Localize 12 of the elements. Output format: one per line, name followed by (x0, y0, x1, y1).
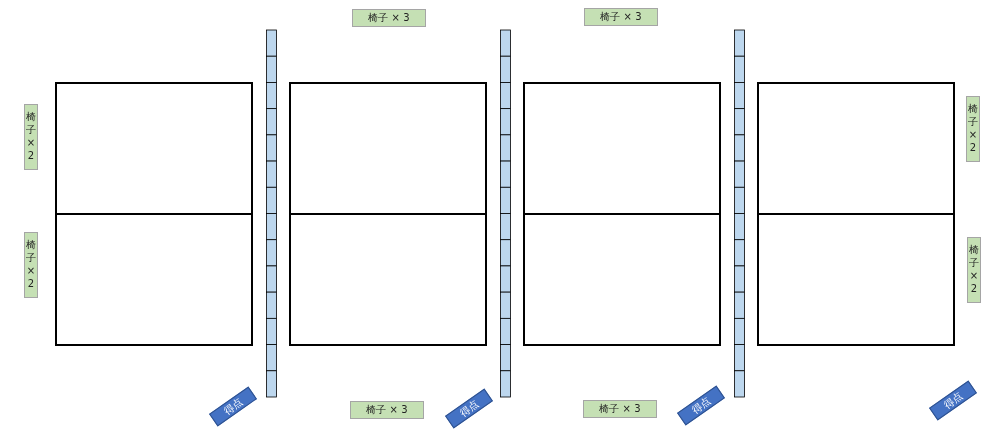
chair-label: 椅子 × 2 (966, 96, 980, 162)
chair-label: 椅子 × 3 (583, 400, 657, 418)
chair-label: 椅子 × 2 (24, 232, 38, 298)
score-tag: 得点 (445, 388, 493, 428)
chair-label: 椅子 × 3 (584, 8, 658, 26)
score-tag: 得点 (209, 386, 257, 426)
score-tag: 得点 (677, 385, 725, 425)
chair-label: 椅子 × 3 (352, 9, 426, 27)
chair-label: 椅子 × 3 (350, 401, 424, 419)
score-tag: 得点 (929, 380, 977, 420)
chair-label: 椅子 × 2 (24, 104, 38, 170)
chair-label: 椅子 × 2 (967, 237, 981, 303)
